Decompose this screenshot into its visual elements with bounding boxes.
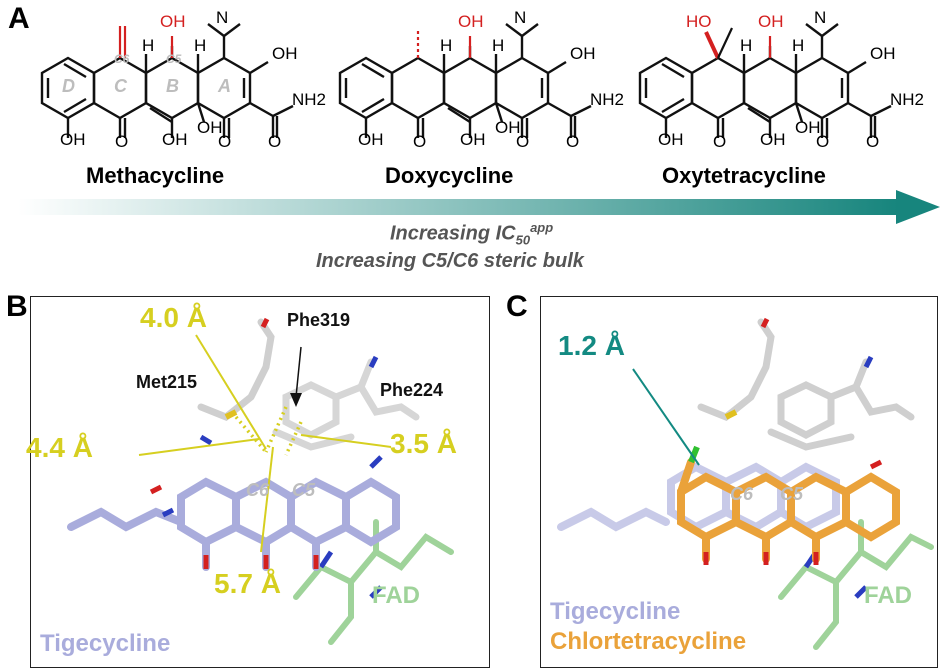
panel-b-letter: B xyxy=(6,290,28,323)
panel-b-structure xyxy=(67,317,454,645)
doxycycline-h2: H xyxy=(492,36,505,55)
trend-ic50-text: Increasing IC xyxy=(390,222,516,245)
trend-ic50-sup: app xyxy=(530,220,554,235)
methacycline-n: N xyxy=(216,8,229,27)
panel-a-structures xyxy=(18,22,940,224)
panel-b-ring-c5: C5 xyxy=(292,480,316,500)
oxytetracycline-d-oh: OH xyxy=(658,130,684,149)
oxytetracycline-c5-oh: OH xyxy=(758,12,784,31)
distance-5-7: 5.7 Å xyxy=(214,568,281,599)
doxycycline-nh2: NH2 xyxy=(590,90,625,109)
trend-steric-bulk: Increasing C5/C6 steric bulk xyxy=(316,250,584,272)
panel-c-tigecycline-label: Tigecycline xyxy=(550,598,681,625)
distance-3-5: 3.5 Å xyxy=(390,428,457,459)
panel-b-tigecycline-label: Tigecycline xyxy=(40,630,171,657)
compound-name-oxytetracycline: Oxytetracycline xyxy=(662,163,826,188)
ring-label-c: C xyxy=(114,76,127,96)
position-label-c5: C5 xyxy=(166,52,182,66)
methacycline-nh2: NH2 xyxy=(292,90,327,109)
panel-b-ring-c6: C6 xyxy=(246,480,270,500)
panel-c-letter: C xyxy=(506,290,528,323)
panel-c-ring-c5: C5 xyxy=(780,484,804,504)
methacycline-c5-oh: OH xyxy=(160,12,186,31)
oxytetracycline-h1: H xyxy=(740,36,753,55)
ring-label-b: B xyxy=(166,76,179,96)
doxycycline-c5-oh: OH xyxy=(458,12,484,31)
doxycycline-amide-o: O xyxy=(566,132,580,151)
residue-phe319: Phe319 xyxy=(287,310,351,330)
oxytetracycline-h2: H xyxy=(792,36,805,55)
doxycycline-h1: H xyxy=(440,36,453,55)
trend-ic50: Increasing IC50app xyxy=(390,220,553,248)
methacycline-h1: H xyxy=(142,36,155,55)
oxytetracycline-n: N xyxy=(814,8,827,27)
oxytetracycline-amide-o: O xyxy=(866,132,880,151)
panel-c-box xyxy=(540,296,938,668)
trend-arrow-head xyxy=(896,190,940,224)
oxytetracycline-a-oh: OH xyxy=(870,44,896,63)
methacycline-h2: H xyxy=(194,36,207,55)
oxytetracycline-c-o: O xyxy=(713,132,727,151)
compound-name-methacycline: Methacycline xyxy=(86,163,225,188)
compound-name-doxycycline: Doxycycline xyxy=(385,163,514,188)
oxytetracycline-nh2: NH2 xyxy=(890,90,925,109)
methacycline-b-oh: OH xyxy=(162,130,188,149)
doxycycline-b-oh: OH xyxy=(460,130,486,149)
doxycycline-a-oh: OH xyxy=(570,44,596,63)
doxycycline-c-o: O xyxy=(413,132,427,151)
trend-ic50-sub: 50 xyxy=(515,232,531,248)
panel-c-structure xyxy=(557,317,934,650)
residue-phe224: Phe224 xyxy=(380,380,444,400)
methacycline-a-o: O xyxy=(218,132,232,151)
methacycline-amide-o: O xyxy=(268,132,282,151)
methacycline-d-oh: OH xyxy=(60,130,86,149)
panel-c-ring-c6: C6 xyxy=(730,484,754,504)
panel-c-fad-label: FAD xyxy=(864,582,912,609)
ring-label-a: A xyxy=(218,76,231,96)
residue-met215: Met215 xyxy=(136,372,198,392)
doxycycline-a-o: O xyxy=(516,132,530,151)
panel-a-atom-labels: OH N OH NH2 OH O OH OH O O H H D C B A C… xyxy=(0,0,942,200)
methacycline-a-oh: OH xyxy=(272,44,298,63)
doxycycline-n: N xyxy=(514,8,527,27)
doxycycline-ring-oh: OH xyxy=(495,118,521,137)
trend-arrow xyxy=(18,199,898,215)
distance-4-0: 4.0 Å xyxy=(140,302,207,333)
oxytetracycline-c6-ho: HO xyxy=(686,12,712,31)
methacycline-ring-oh: OH xyxy=(197,118,223,137)
distance-4-4: 4.4 Å xyxy=(26,432,93,463)
panel-b-fad-label: FAD xyxy=(372,582,420,609)
oxytetracycline-a-o: O xyxy=(816,132,830,151)
oxytetracycline-ring-oh: OH xyxy=(795,118,821,137)
position-label-c6: C6 xyxy=(114,52,130,66)
panel-a-letter: A xyxy=(8,2,30,35)
methacycline-c-o: O xyxy=(115,132,129,151)
ring-label-d: D xyxy=(62,76,75,96)
panel-b-box xyxy=(30,296,490,668)
doxycycline-d-oh: OH xyxy=(358,130,384,149)
panel-c-distance-1-2: 1.2 Å xyxy=(558,330,625,361)
oxytetracycline-b-oh: OH xyxy=(760,130,786,149)
panel-c-chlortetracycline-label: Chlortetracycline xyxy=(550,628,747,655)
